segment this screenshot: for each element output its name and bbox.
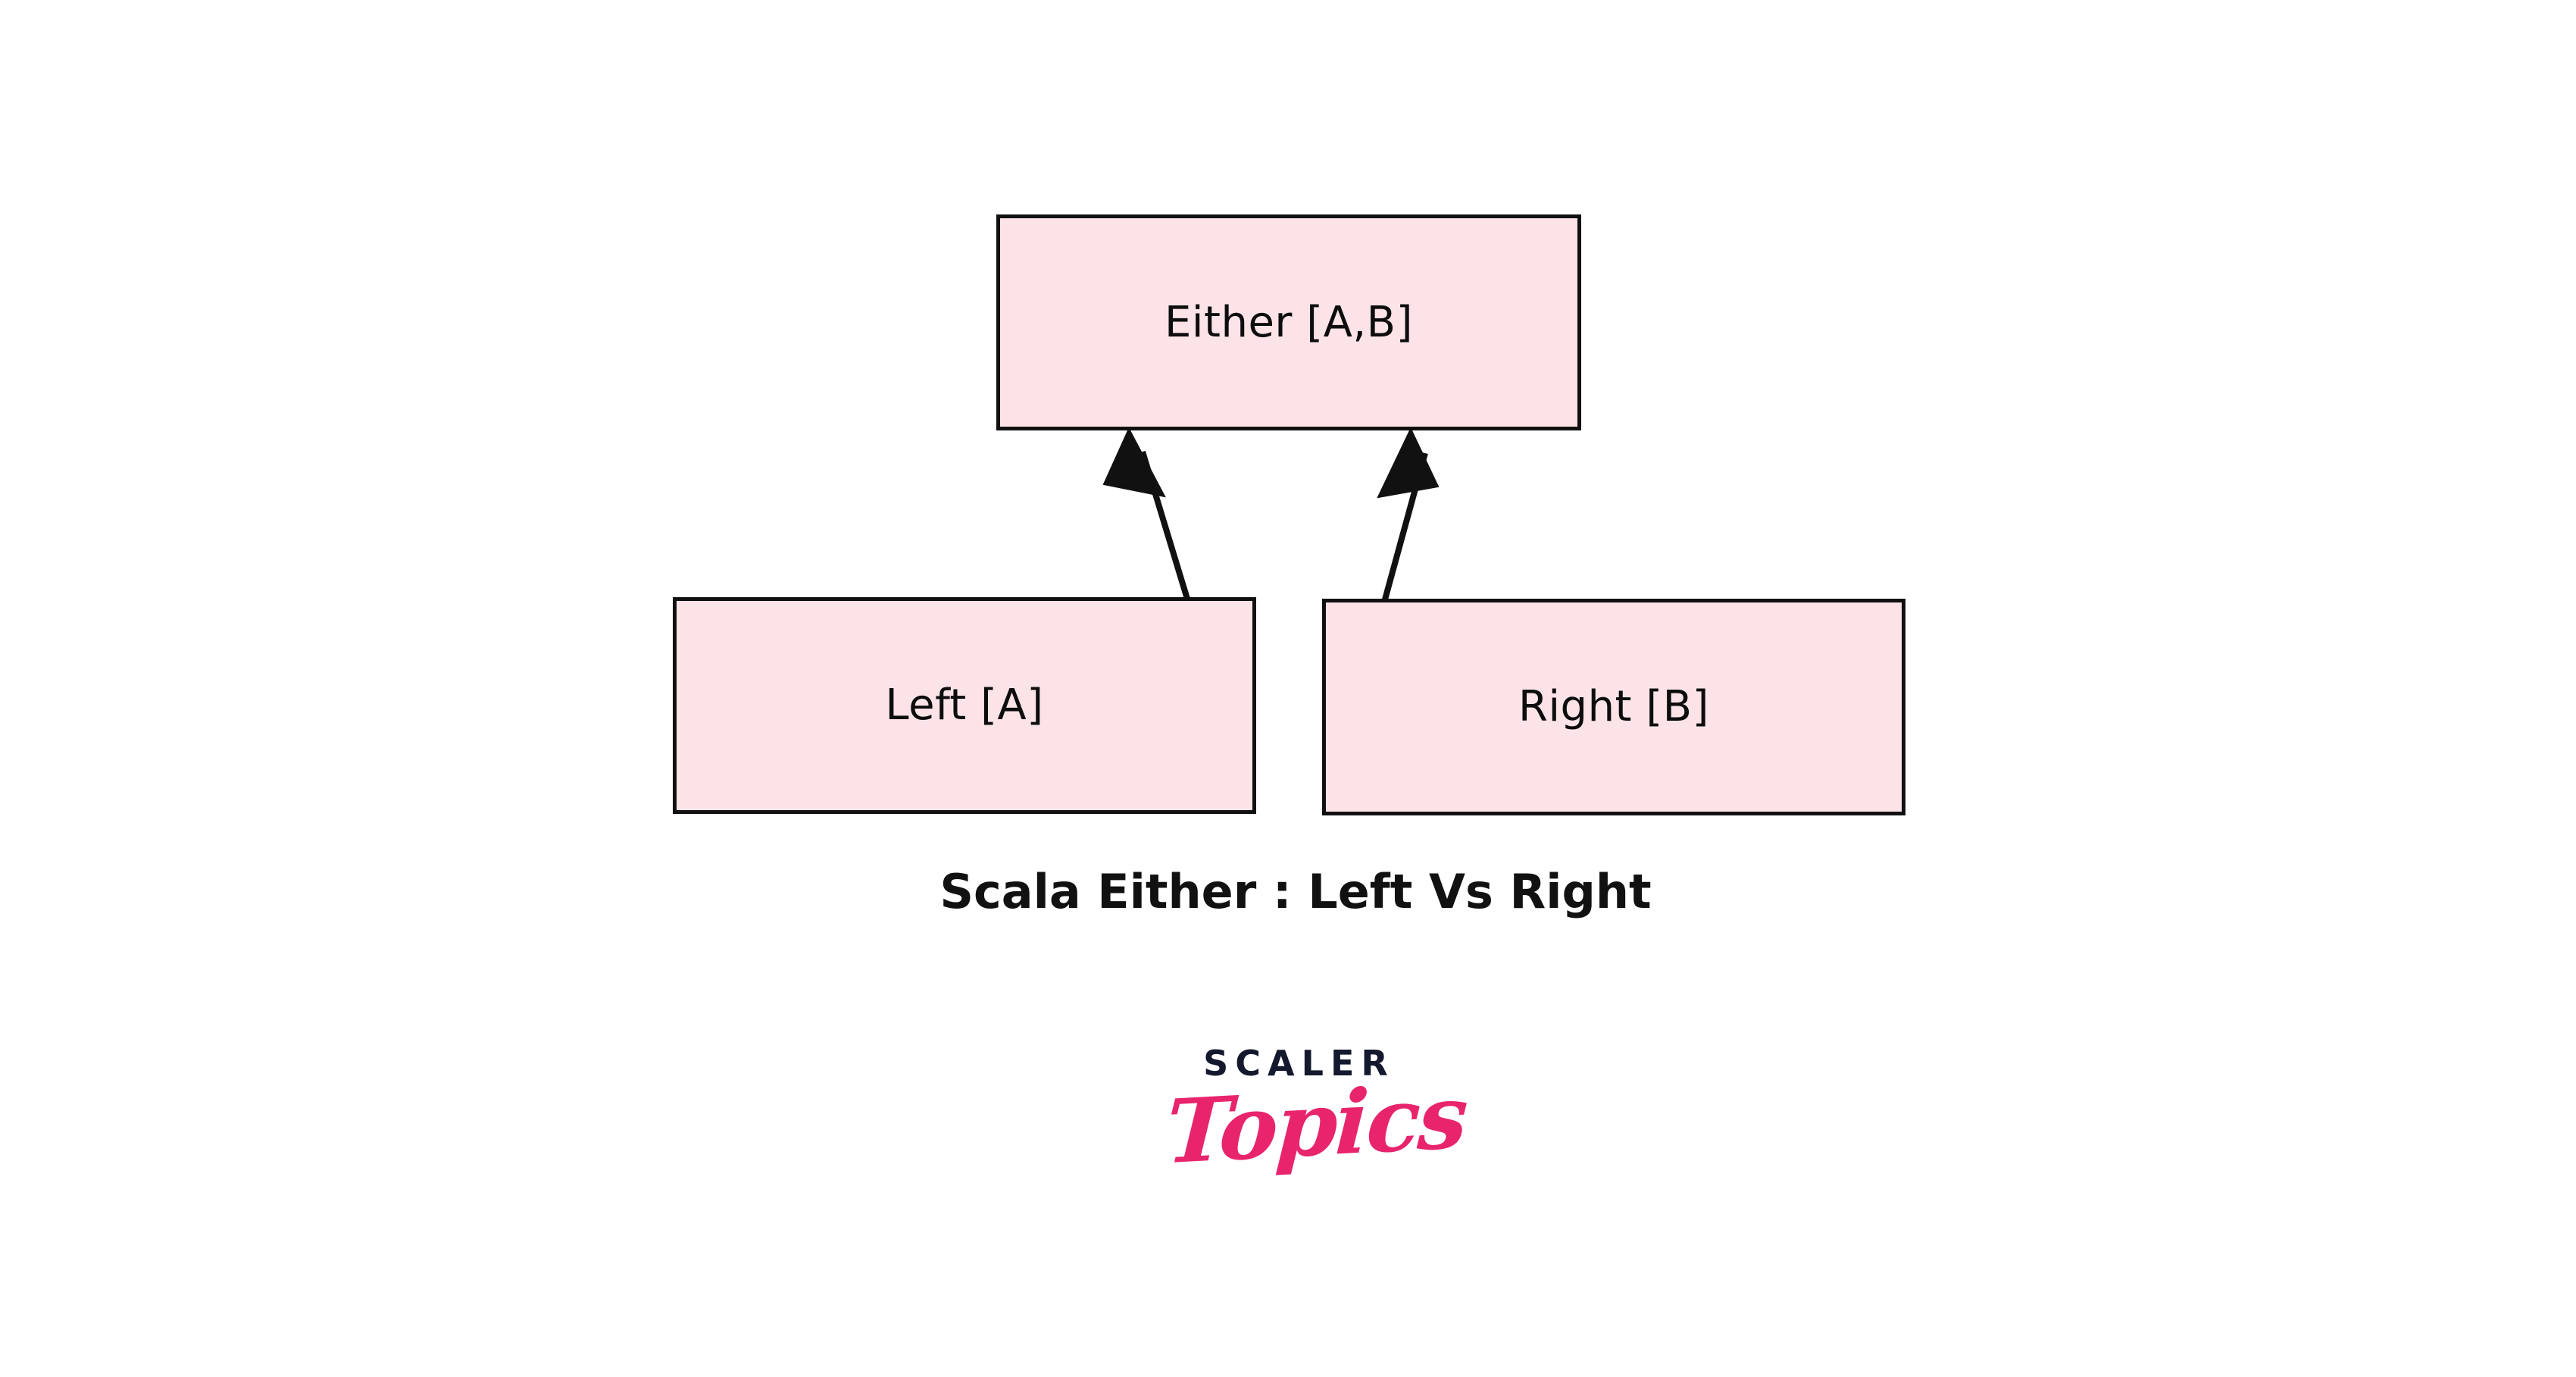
node-left[interactable]: Left [A] xyxy=(673,597,1256,814)
node-left-label: Left [A] xyxy=(885,681,1044,730)
topics-script: Topics xyxy=(1163,1065,1468,1185)
diagram-caption-text: Scala Either : Left Vs Right xyxy=(939,864,1652,919)
diagram-caption: Scala Either : Left Vs Right xyxy=(0,864,2576,919)
node-right[interactable]: Right [B] xyxy=(1322,599,1905,815)
node-right-label: Right [B] xyxy=(1518,682,1709,731)
node-either[interactable]: Either [A,B] xyxy=(996,214,1581,430)
node-either-label: Either [A,B] xyxy=(1165,297,1413,347)
topics-script-wrap: Topics xyxy=(1164,1066,1468,1184)
scaler-topics-logo: SCALER Topics xyxy=(1164,1043,1468,1213)
scaler-wordmark: SCALER xyxy=(1203,1043,1395,1084)
